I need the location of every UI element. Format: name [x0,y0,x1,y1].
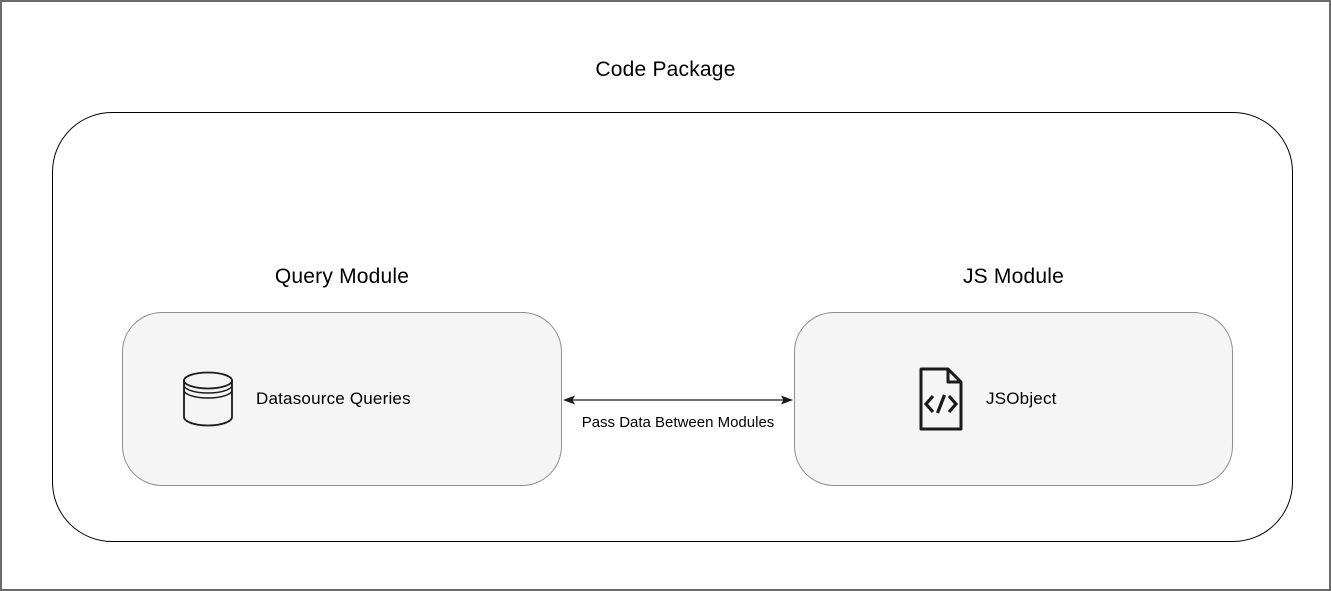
connector-label: Pass Data Between Modules [581,414,775,431]
query-module-item-label: Datasource Queries [256,389,411,408]
code-file-icon [916,366,966,432]
query-module-label: Query Module [274,265,410,288]
bidirectional-arrow [563,395,793,405]
diagram-title: Code Package [595,58,736,81]
js-module-box: JSObject [794,312,1233,486]
js-module-label: JS Module [962,265,1065,288]
query-module-box: Datasource Queries [122,312,562,486]
js-module-item-label: JSObject [986,389,1057,408]
database-icon [181,370,235,428]
